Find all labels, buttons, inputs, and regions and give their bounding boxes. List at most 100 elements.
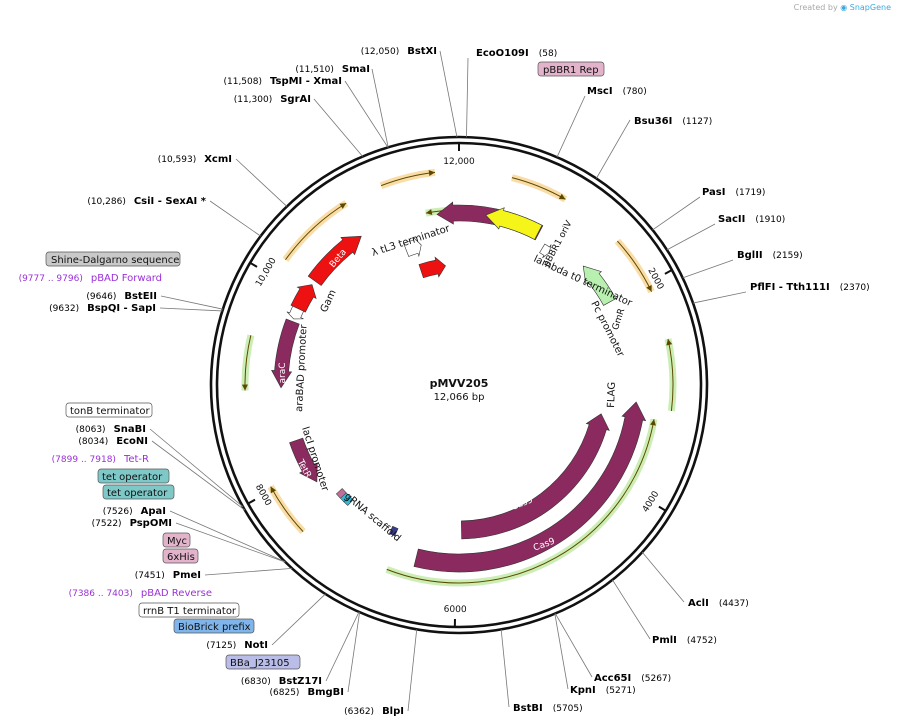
tag-pbbr1-rep-box	[537, 61, 605, 77]
tag-tet-operator-1-box	[97, 468, 170, 484]
site-leader-right	[554, 613, 593, 678]
site-leader-right	[682, 259, 734, 279]
primer-arc-cas9-arrowhead	[650, 419, 656, 426]
tag-bba-j23105: BBa_J23105	[230, 658, 290, 669]
primer-arc-top-arrowhead	[428, 170, 435, 177]
site-pasi: PasI(1719)	[702, 187, 765, 198]
credit-brand: SnapGene	[849, 3, 891, 12]
gmr-arrow	[582, 265, 617, 306]
site-leader-lines	[149, 50, 747, 712]
snapgene-credit: Created by ◉ SnapGene	[794, 3, 891, 12]
gam-arrow	[290, 284, 317, 313]
exo-arrow	[418, 256, 446, 279]
gam-label: Gam	[319, 288, 339, 314]
arac-arrow	[271, 318, 300, 389]
primer-arc-top-right-arrowhead	[558, 193, 566, 200]
gmr-label: GmR	[611, 307, 627, 331]
site-leader-left	[175, 522, 286, 563]
tick-label: 12,000	[443, 157, 475, 167]
site-noti: (7125)NotI	[206, 640, 268, 651]
tag-biobrick-prefix: BioBrick prefix	[178, 622, 251, 633]
primer-pbad-reverse: (7386 .. 7403)pBAD Reverse	[69, 588, 212, 599]
site-sgrai: (11,300)SgrAI	[234, 94, 311, 105]
site-leader-right	[666, 223, 716, 251]
primer-tet-r: (7899 .. 7918)Tet-R	[52, 454, 149, 465]
site-bspqi-sapi: (9632)BspQI - SapI	[49, 303, 156, 314]
site-leader-right	[595, 119, 631, 179]
cas9-inner-arrow	[461, 413, 610, 540]
feature-arrows	[271, 201, 647, 573]
site-leader-left	[159, 307, 223, 312]
site-bstbi: BstBI(5705)	[513, 703, 583, 714]
credit-prefix: Created by	[793, 3, 838, 12]
primer-arc-lower-left-arrowhead	[270, 486, 277, 494]
plasmid-size: 12,066 bp	[434, 392, 485, 403]
site-leader-left	[407, 629, 418, 712]
snapgene-logo-icon: ◉	[840, 3, 848, 12]
tag-rrnb-t1-terminator-box	[138, 602, 240, 618]
arabad-promoter-label: araBAD promoter	[294, 323, 310, 412]
site-leader-right	[466, 57, 469, 138]
site-leader-left	[149, 428, 244, 508]
primer-arc-upper-left	[285, 202, 347, 261]
tag-6xhis: 6xHis	[167, 552, 195, 563]
site-sacii: SacII(1910)	[718, 214, 785, 225]
tag-tonb-terminator: tonB terminator	[70, 406, 150, 417]
tl3-terminator-arrow	[403, 236, 422, 258]
site-leader-right	[641, 551, 685, 603]
primer-arc-inner-top-arrowhead	[425, 209, 433, 215]
tag-shine-dalgarno: Shine-Dalgarno sequence	[51, 255, 179, 266]
site-kpni: KpnI(5271)	[570, 685, 636, 696]
exo-label: Exo	[401, 258, 419, 271]
tetr-arrow	[289, 437, 318, 483]
site-blpi: (6362)BlpI	[344, 706, 404, 717]
primer-arc-right-arrowhead	[646, 284, 652, 292]
site-tspmi-xmai: (11,508)TspMI - XmaI	[223, 76, 342, 87]
tag-tet-operator-1: tet operator	[102, 472, 163, 483]
beta-arrow	[307, 235, 362, 286]
tick-mark	[247, 498, 256, 505]
primer-arc-cas9	[386, 419, 655, 584]
arac-label: araC	[278, 362, 288, 383]
primer-arc-right-green-arrowhead	[666, 338, 673, 346]
primer-pbad-forward: (9777 .. 9796)pBAD Forward	[19, 273, 162, 284]
site-bstxi: (12,050)BstXI	[361, 46, 437, 57]
site-leader-left	[160, 295, 223, 310]
tag-tet-operator-2-box	[102, 484, 175, 500]
tick-mark	[658, 505, 667, 512]
site-leader-right	[652, 196, 701, 231]
site-csii-sexai: (10,286)CsiI - SexAI *	[87, 196, 206, 207]
tag-rrnb-t1-terminator: rrnB T1 terminator	[143, 606, 237, 617]
tick-label: 6000	[444, 605, 467, 615]
tag-myc: Myc	[167, 536, 187, 547]
flag-label: FLAG	[606, 382, 618, 408]
primer-arc-lower-left-glow	[267, 484, 306, 535]
primer-arc-upper-left-arrowhead	[339, 203, 347, 209]
site-bstz17i: (6830)BstZ17I	[241, 676, 322, 687]
site-snabi: (8063)SnaBI	[76, 424, 146, 435]
site-smai: (11,510)SmaI	[295, 64, 370, 75]
ori-label: pBBR1 oriV	[542, 219, 575, 269]
site-leader-left	[313, 98, 363, 157]
site-leader-left	[204, 568, 293, 576]
site-acc65i: Acc65I(5267)	[594, 673, 671, 684]
pbbr1-oriv-arrow	[485, 207, 543, 240]
tick-label: 10,000	[254, 256, 279, 288]
site-leader-right	[556, 95, 586, 158]
primer-arc-top-glow	[379, 168, 436, 189]
myc-mark	[335, 488, 347, 499]
site-leader-left	[371, 68, 389, 148]
tag-biobrick-prefix-box	[173, 618, 255, 634]
tick-mark	[664, 269, 673, 275]
lambda-t0-arrow	[539, 243, 552, 259]
tag-myc-box	[162, 532, 191, 548]
primer-arc-right-glow	[614, 238, 655, 294]
primer-arc-left-green-arrowhead	[241, 384, 248, 391]
site-leader-left	[151, 440, 246, 511]
site-leader-left	[344, 80, 389, 148]
site-econi: (8034)EcoNI	[78, 436, 148, 447]
site-acli: AclI(4437)	[688, 598, 749, 609]
tag-tonb-terminator-box	[65, 402, 153, 418]
site-ecoo109i: EcoO109I(58)	[476, 48, 557, 59]
